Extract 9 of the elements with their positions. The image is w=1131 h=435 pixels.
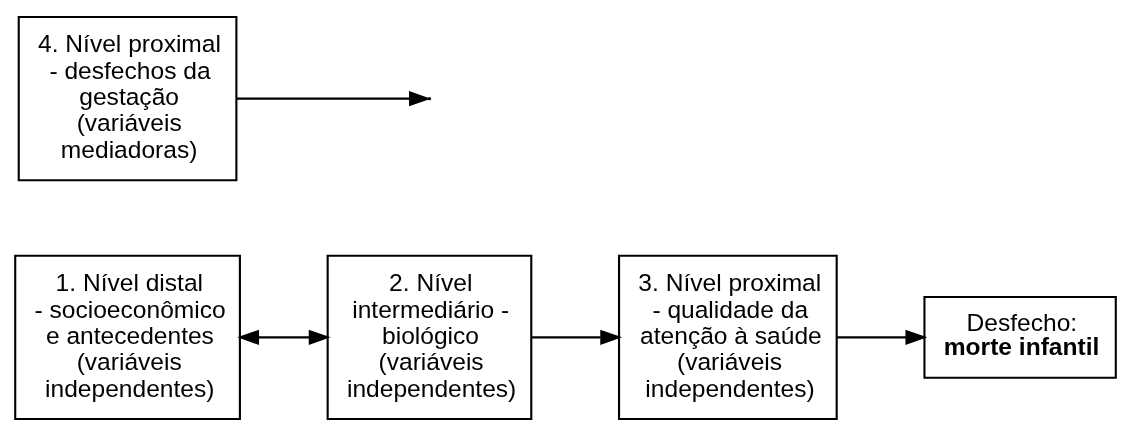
arrow: [837, 329, 928, 345]
arrow: [237, 90, 431, 106]
node-box: 4. Nível proximal - desfechos da gestação (variáveis mediadoras): [17, 15, 238, 181]
arrow: [237, 329, 331, 345]
node-box: 3. Nível proximal - qualidade da atenção à saúde (variáveis independentes): [618, 254, 838, 420]
arrow: [531, 329, 623, 345]
node-box: 2. Nível intermediário - biológico (variáveis independentes): [326, 254, 533, 420]
node-box: 1. Nível distal - socioeconômico e antecedentes (variáveis independentes): [14, 254, 241, 420]
node-box: Desfecho: morte infantil: [923, 295, 1117, 379]
